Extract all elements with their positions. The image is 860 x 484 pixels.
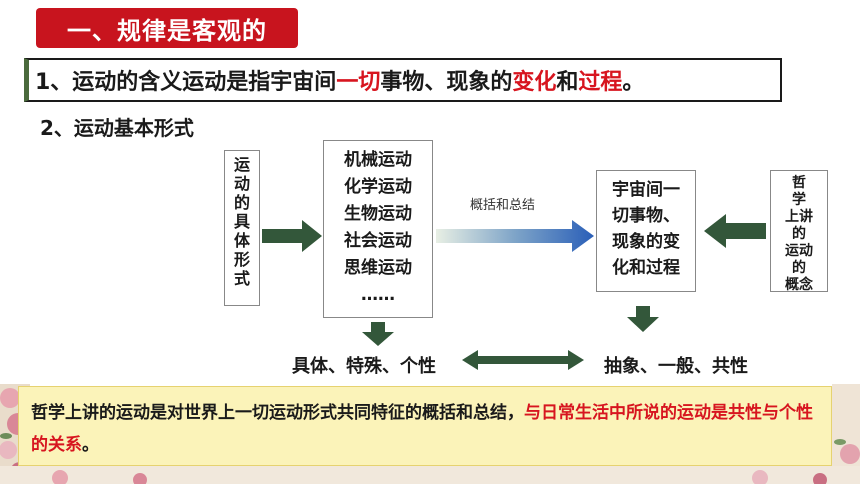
universal-motion-box: 宇宙间一 切事物、 现象的变 化和过程 bbox=[596, 170, 696, 292]
concrete-char: 的 bbox=[233, 193, 250, 212]
definition-highlight-change: 变化 bbox=[512, 70, 557, 95]
note-text-highlight: 与日常生活中所说的运动是共性与个性的关系 bbox=[31, 403, 813, 455]
form-social: 社会运动 bbox=[344, 231, 412, 251]
form-ellipsis: …… bbox=[361, 285, 395, 305]
arrow-down-left bbox=[362, 322, 394, 346]
definition-prefix: 1、运动的含义运动是指宇宙间 bbox=[35, 70, 337, 95]
title-banner: 一、规律是客观的 bbox=[36, 8, 298, 48]
form-thought: 思维运动 bbox=[344, 258, 412, 278]
philo-line: 的 bbox=[792, 226, 806, 242]
form-biological: 生物运动 bbox=[344, 204, 412, 224]
page-title: 一、规律是客观的 bbox=[67, 16, 267, 45]
definition-suffix: 。 bbox=[622, 70, 645, 95]
definition-and: 和 bbox=[556, 70, 579, 95]
concrete-char: 动 bbox=[233, 174, 250, 193]
philo-line: 的 bbox=[792, 260, 806, 276]
arrow-generalize bbox=[436, 220, 594, 252]
result-line: 化和过程 bbox=[612, 258, 680, 278]
form-chemical: 化学运动 bbox=[344, 177, 412, 197]
label-abstract-commonality: 抽象、一般、共性 bbox=[604, 356, 748, 377]
label-concrete-individuality: 具体、特殊、个性 bbox=[292, 356, 436, 377]
result-line: 现象的变 bbox=[612, 232, 680, 252]
philo-line: 上讲 bbox=[785, 209, 813, 225]
summary-note: 哲学上讲的运动是对世界上一切运动形式共同特征的概括和总结，与日常生活中所说的运动… bbox=[18, 386, 832, 466]
result-line: 切事物、 bbox=[612, 206, 680, 226]
form-mechanical: 机械运动 bbox=[344, 150, 412, 170]
definition-box: 1、运动的含义运动是指宇宙间一切事物、现象的变化和过程。 bbox=[24, 58, 782, 102]
note-text-main: 哲学上讲的运动是对世界上一切运动形式共同特征的概括和总结， bbox=[31, 403, 524, 423]
result-line: 宇宙间一 bbox=[612, 180, 680, 200]
definition-highlight-process: 过程 bbox=[578, 70, 623, 95]
arrow-left-philosophy bbox=[704, 214, 766, 248]
note-text-end: 。 bbox=[82, 435, 99, 455]
section-subtitle: 2、运动基本形式 bbox=[40, 116, 194, 140]
concrete-char: 形 bbox=[233, 250, 250, 269]
arrow-down-right bbox=[627, 306, 659, 332]
motion-forms-box: 机械运动 化学运动 生物运动 社会运动 思维运动 …… bbox=[323, 140, 433, 318]
arrow-right-1 bbox=[262, 220, 322, 252]
definition-highlight-all: 一切 bbox=[336, 70, 381, 95]
double-arrow bbox=[462, 350, 584, 370]
arrow-label-generalize: 概括和总结 bbox=[470, 198, 536, 213]
philo-line: 运动 bbox=[785, 243, 813, 259]
philo-line: 哲 bbox=[792, 175, 806, 191]
floral-decoration-bottom bbox=[0, 466, 860, 484]
concrete-char: 运 bbox=[233, 155, 250, 174]
philo-line: 概念 bbox=[785, 277, 813, 293]
philo-line: 学 bbox=[792, 192, 806, 208]
concrete-forms-box: 运 动 的 具 体 形 式 bbox=[224, 150, 260, 306]
concrete-char: 式 bbox=[233, 269, 250, 288]
philosophy-concept-box: 哲 学 上讲 的 运动 的 概念 bbox=[770, 170, 828, 293]
concrete-char: 体 bbox=[233, 231, 250, 250]
definition-middle: 事物、现象的 bbox=[380, 70, 513, 95]
concrete-char: 具 bbox=[233, 212, 250, 231]
